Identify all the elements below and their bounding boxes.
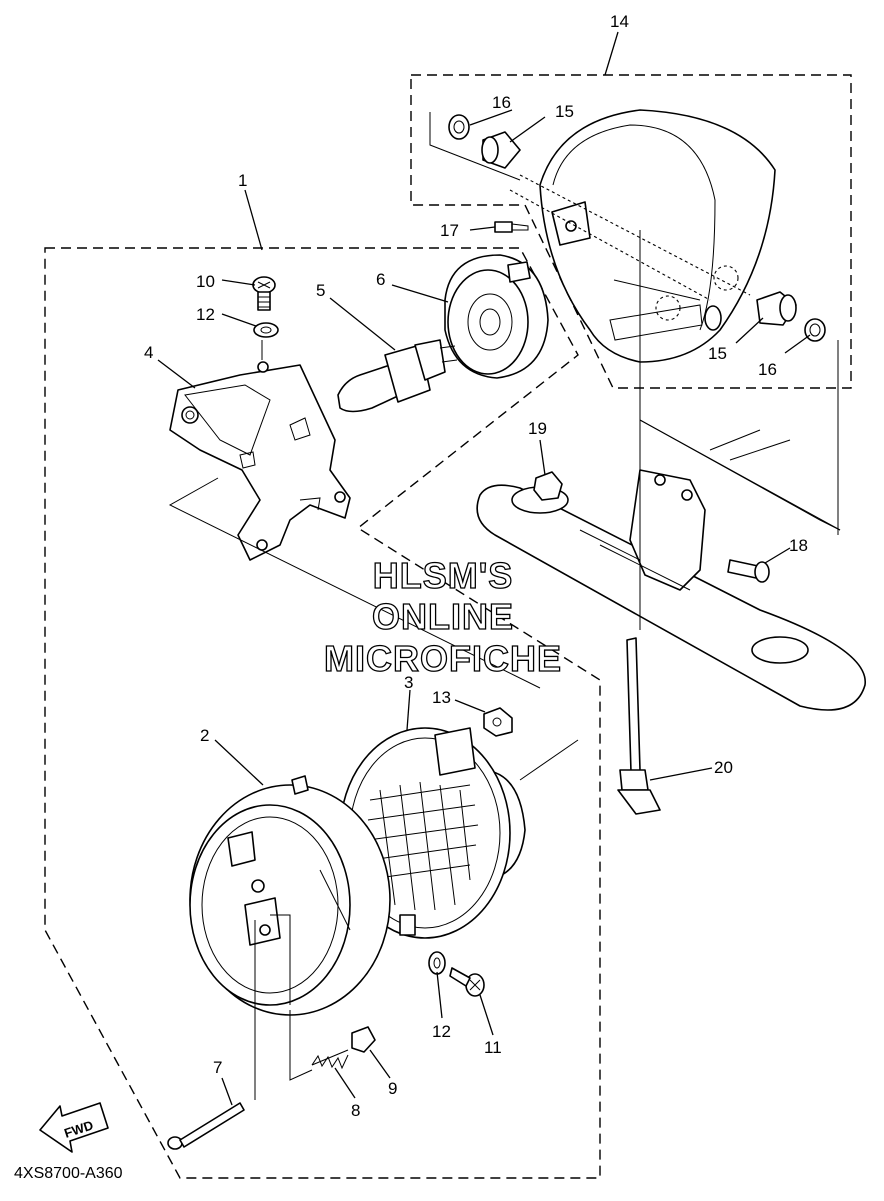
callout-7: 7 bbox=[213, 1058, 222, 1077]
callout-19: 19 bbox=[528, 419, 547, 438]
callout-9: 9 bbox=[388, 1079, 397, 1098]
callout-17: 17 bbox=[440, 221, 459, 240]
callout-8: 8 bbox=[351, 1101, 360, 1120]
nut-19 bbox=[533, 471, 563, 501]
collar-16-lower bbox=[804, 318, 826, 342]
watermark-line-2: ONLINE bbox=[372, 596, 514, 637]
callout-15-upper: 15 bbox=[555, 102, 574, 121]
callout-11: 11 bbox=[484, 1038, 502, 1057]
cable-tie-20 bbox=[617, 637, 661, 815]
grommet-15-upper bbox=[481, 131, 521, 169]
bulb-socket-6 bbox=[444, 254, 549, 379]
grommet-15-lower bbox=[756, 291, 797, 326]
watermark-line-3: MICROFICHE bbox=[324, 638, 562, 679]
nut-13 bbox=[483, 707, 513, 737]
assembly-1-boundary bbox=[44, 247, 601, 1179]
assembly-14-boundary bbox=[410, 74, 852, 389]
bolt-18 bbox=[727, 559, 770, 583]
callout-16-lower: 16 bbox=[758, 360, 777, 379]
washer-12-lower bbox=[428, 951, 446, 975]
callout-12-upper: 12 bbox=[196, 305, 215, 324]
watermark-line-1: HLSM'S bbox=[373, 555, 514, 596]
screw-11 bbox=[449, 967, 485, 997]
callout-6: 6 bbox=[376, 270, 385, 289]
callout-2: 2 bbox=[200, 726, 209, 745]
callout-4: 4 bbox=[144, 343, 153, 362]
headlight-bulb-5 bbox=[337, 339, 458, 413]
callout-1: 1 bbox=[238, 171, 247, 190]
callout-10: 10 bbox=[196, 272, 215, 291]
fork-bracket bbox=[476, 419, 866, 711]
callout-5: 5 bbox=[316, 281, 325, 300]
callout-18: 18 bbox=[789, 536, 808, 555]
screw-10 bbox=[252, 276, 276, 311]
collar-16-upper bbox=[448, 114, 470, 140]
forward-direction-arrow-icon: FWD bbox=[39, 1102, 109, 1153]
washer-12-upper bbox=[253, 322, 279, 338]
callout-13: 13 bbox=[432, 688, 451, 707]
callout-14: 14 bbox=[610, 12, 629, 31]
screw-17 bbox=[494, 221, 529, 233]
headlight-housing-shell bbox=[429, 109, 776, 363]
spring-8 bbox=[311, 1049, 349, 1070]
callout-3: 3 bbox=[404, 673, 413, 692]
diagram-code: 4XS8700-A360 bbox=[14, 1165, 123, 1182]
headlight-rim-2 bbox=[189, 775, 391, 1016]
callout-12-lower: 12 bbox=[432, 1022, 451, 1041]
nut-9 bbox=[351, 1026, 376, 1053]
adjusting-screw-7 bbox=[167, 1102, 245, 1150]
mounting-bracket-4 bbox=[169, 361, 351, 561]
callout-20: 20 bbox=[714, 758, 733, 777]
callout-16-upper: 16 bbox=[492, 93, 511, 112]
callout-15-lower: 15 bbox=[708, 344, 727, 363]
